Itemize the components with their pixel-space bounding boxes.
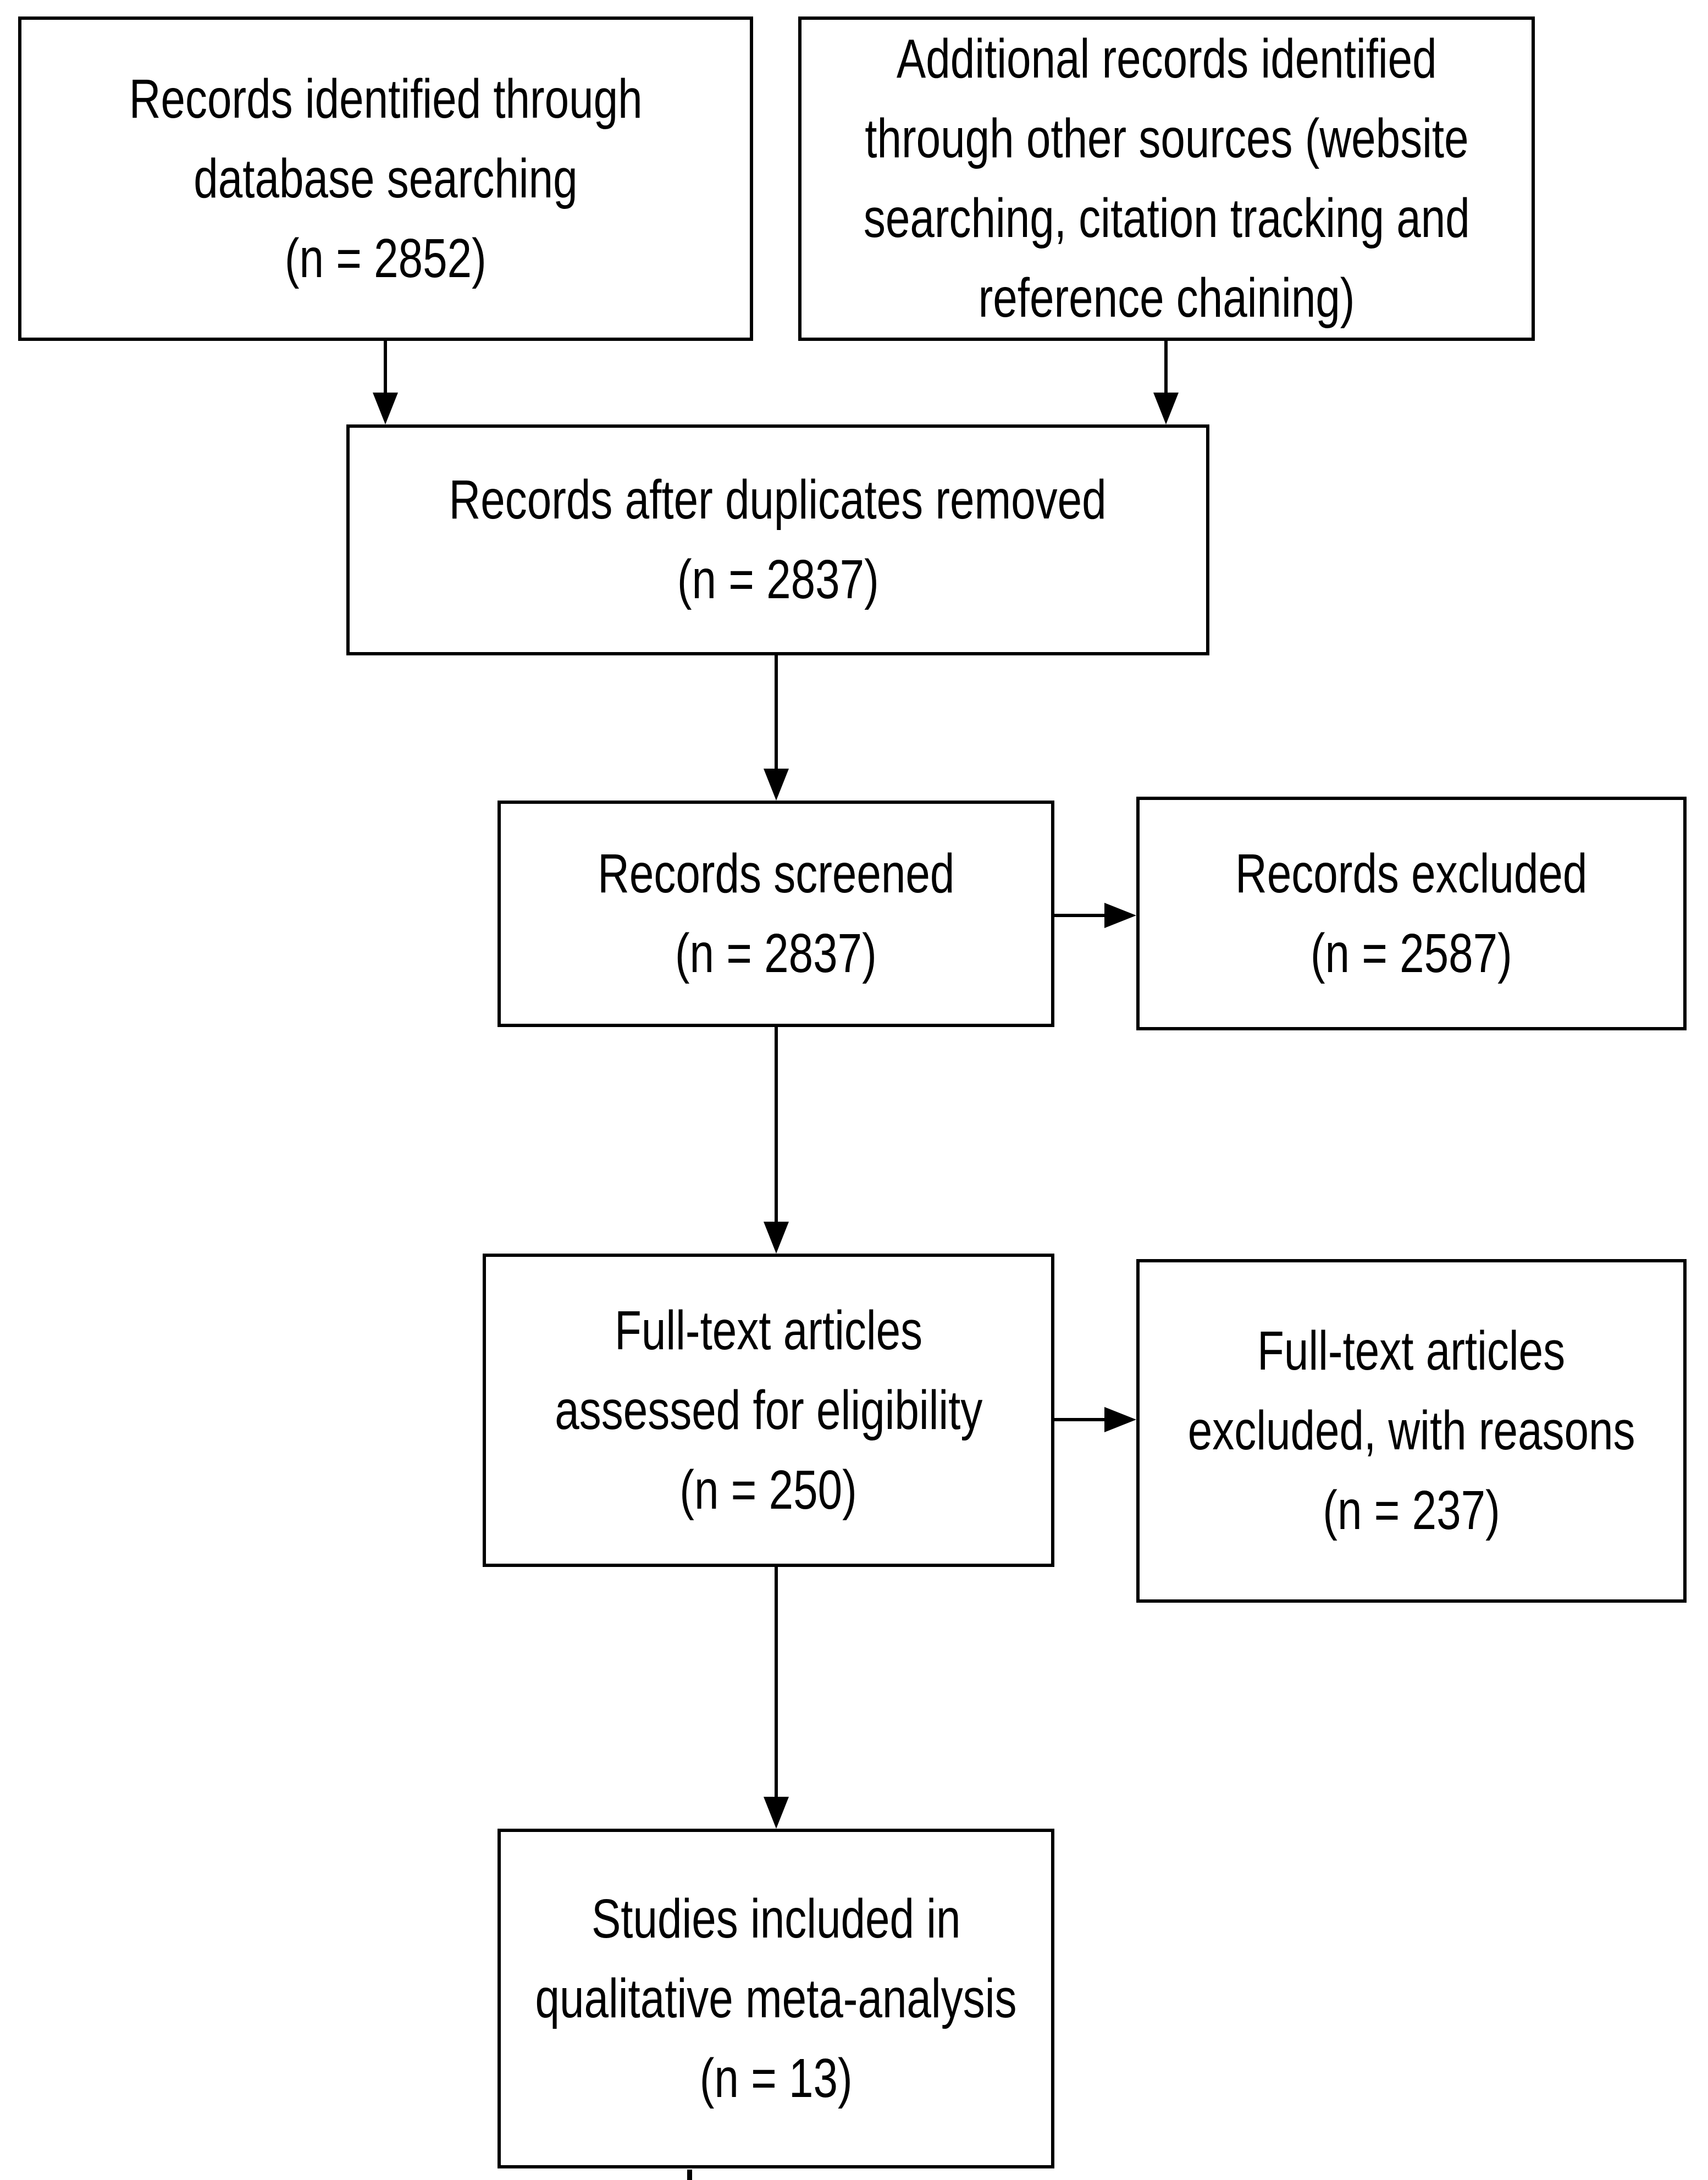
- arrow-screened-to-excluded-shaft: [1054, 914, 1107, 917]
- box-text-line: excluded, with reasons: [1187, 1400, 1635, 1461]
- arrow-additional-to-duplicates-shaft: [1164, 341, 1168, 395]
- box-text-line: database searching: [194, 147, 578, 209]
- box-text-line: (n = 2837): [675, 923, 877, 984]
- box-records-excluded: Records excluded (n = 2587): [1136, 797, 1687, 1030]
- box-text-line: Records screened: [597, 843, 955, 904]
- box-text-line: (n = 250): [679, 1459, 858, 1521]
- truncated-connector-tick: [687, 2170, 692, 2180]
- box-text-line: (n = 2837): [677, 549, 879, 610]
- box-text-line: Records excluded: [1235, 842, 1588, 904]
- arrow-duplicates-to-screened-head: [764, 769, 789, 801]
- arrow-screened-to-excluded-head: [1104, 903, 1136, 928]
- box-text-line: (n = 2852): [285, 227, 487, 289]
- box-text-line: qualitative meta-analysis: [535, 1967, 1017, 2029]
- box-text-line: reference chaining): [978, 267, 1355, 329]
- box-fulltext-assessed: Full-text articles assessed for eligibil…: [483, 1254, 1054, 1567]
- box-text-line: (n = 13): [699, 2047, 853, 2109]
- box-text-line: searching, citation tracking and: [863, 187, 1470, 249]
- arrow-duplicates-to-screened-shaft: [775, 655, 778, 771]
- arrow-additional-to-duplicates-head: [1153, 393, 1179, 424]
- box-text-line: Records identified through: [129, 68, 643, 130]
- box-records-identified: Records identified through database sear…: [18, 16, 753, 341]
- box-studies-included: Studies included in qualitative meta-ana…: [498, 1829, 1054, 2168]
- arrow-fulltext-to-included-head: [764, 1797, 789, 1829]
- arrow-screened-to-fulltext-shaft: [775, 1027, 778, 1223]
- box-text-line: Additional records identified: [896, 28, 1437, 90]
- box-text-line: Full-text articles: [1257, 1320, 1566, 1382]
- arrow-screened-to-fulltext-head: [764, 1222, 789, 1254]
- box-fulltext-excluded: Full-text articles excluded, with reason…: [1136, 1259, 1687, 1603]
- box-text-line: Studies included in: [591, 1888, 961, 1950]
- arrow-fulltext-to-included-shaft: [775, 1567, 778, 1798]
- arrow-identified-to-duplicates-shaft: [384, 341, 387, 395]
- box-records-screened: Records screened (n = 2837): [498, 801, 1054, 1027]
- arrow-fulltext-to-excluded-head: [1104, 1407, 1136, 1432]
- box-additional-records: Additional records identified through ot…: [798, 16, 1535, 341]
- box-text-line: Full-text articles: [614, 1299, 923, 1361]
- box-text-line: through other sources (website: [864, 108, 1469, 169]
- box-text-line: (n = 237): [1323, 1480, 1500, 1541]
- arrow-identified-to-duplicates-head: [373, 393, 398, 424]
- arrow-fulltext-to-excluded-shaft: [1054, 1418, 1107, 1421]
- box-records-after-duplicates-removed: Records after duplicates removed (n = 28…: [346, 424, 1209, 655]
- box-text-line: assessed for eligibility: [554, 1379, 983, 1441]
- box-text-line: Records after duplicates removed: [449, 469, 1107, 531]
- box-text-line: (n = 2587): [1311, 922, 1512, 984]
